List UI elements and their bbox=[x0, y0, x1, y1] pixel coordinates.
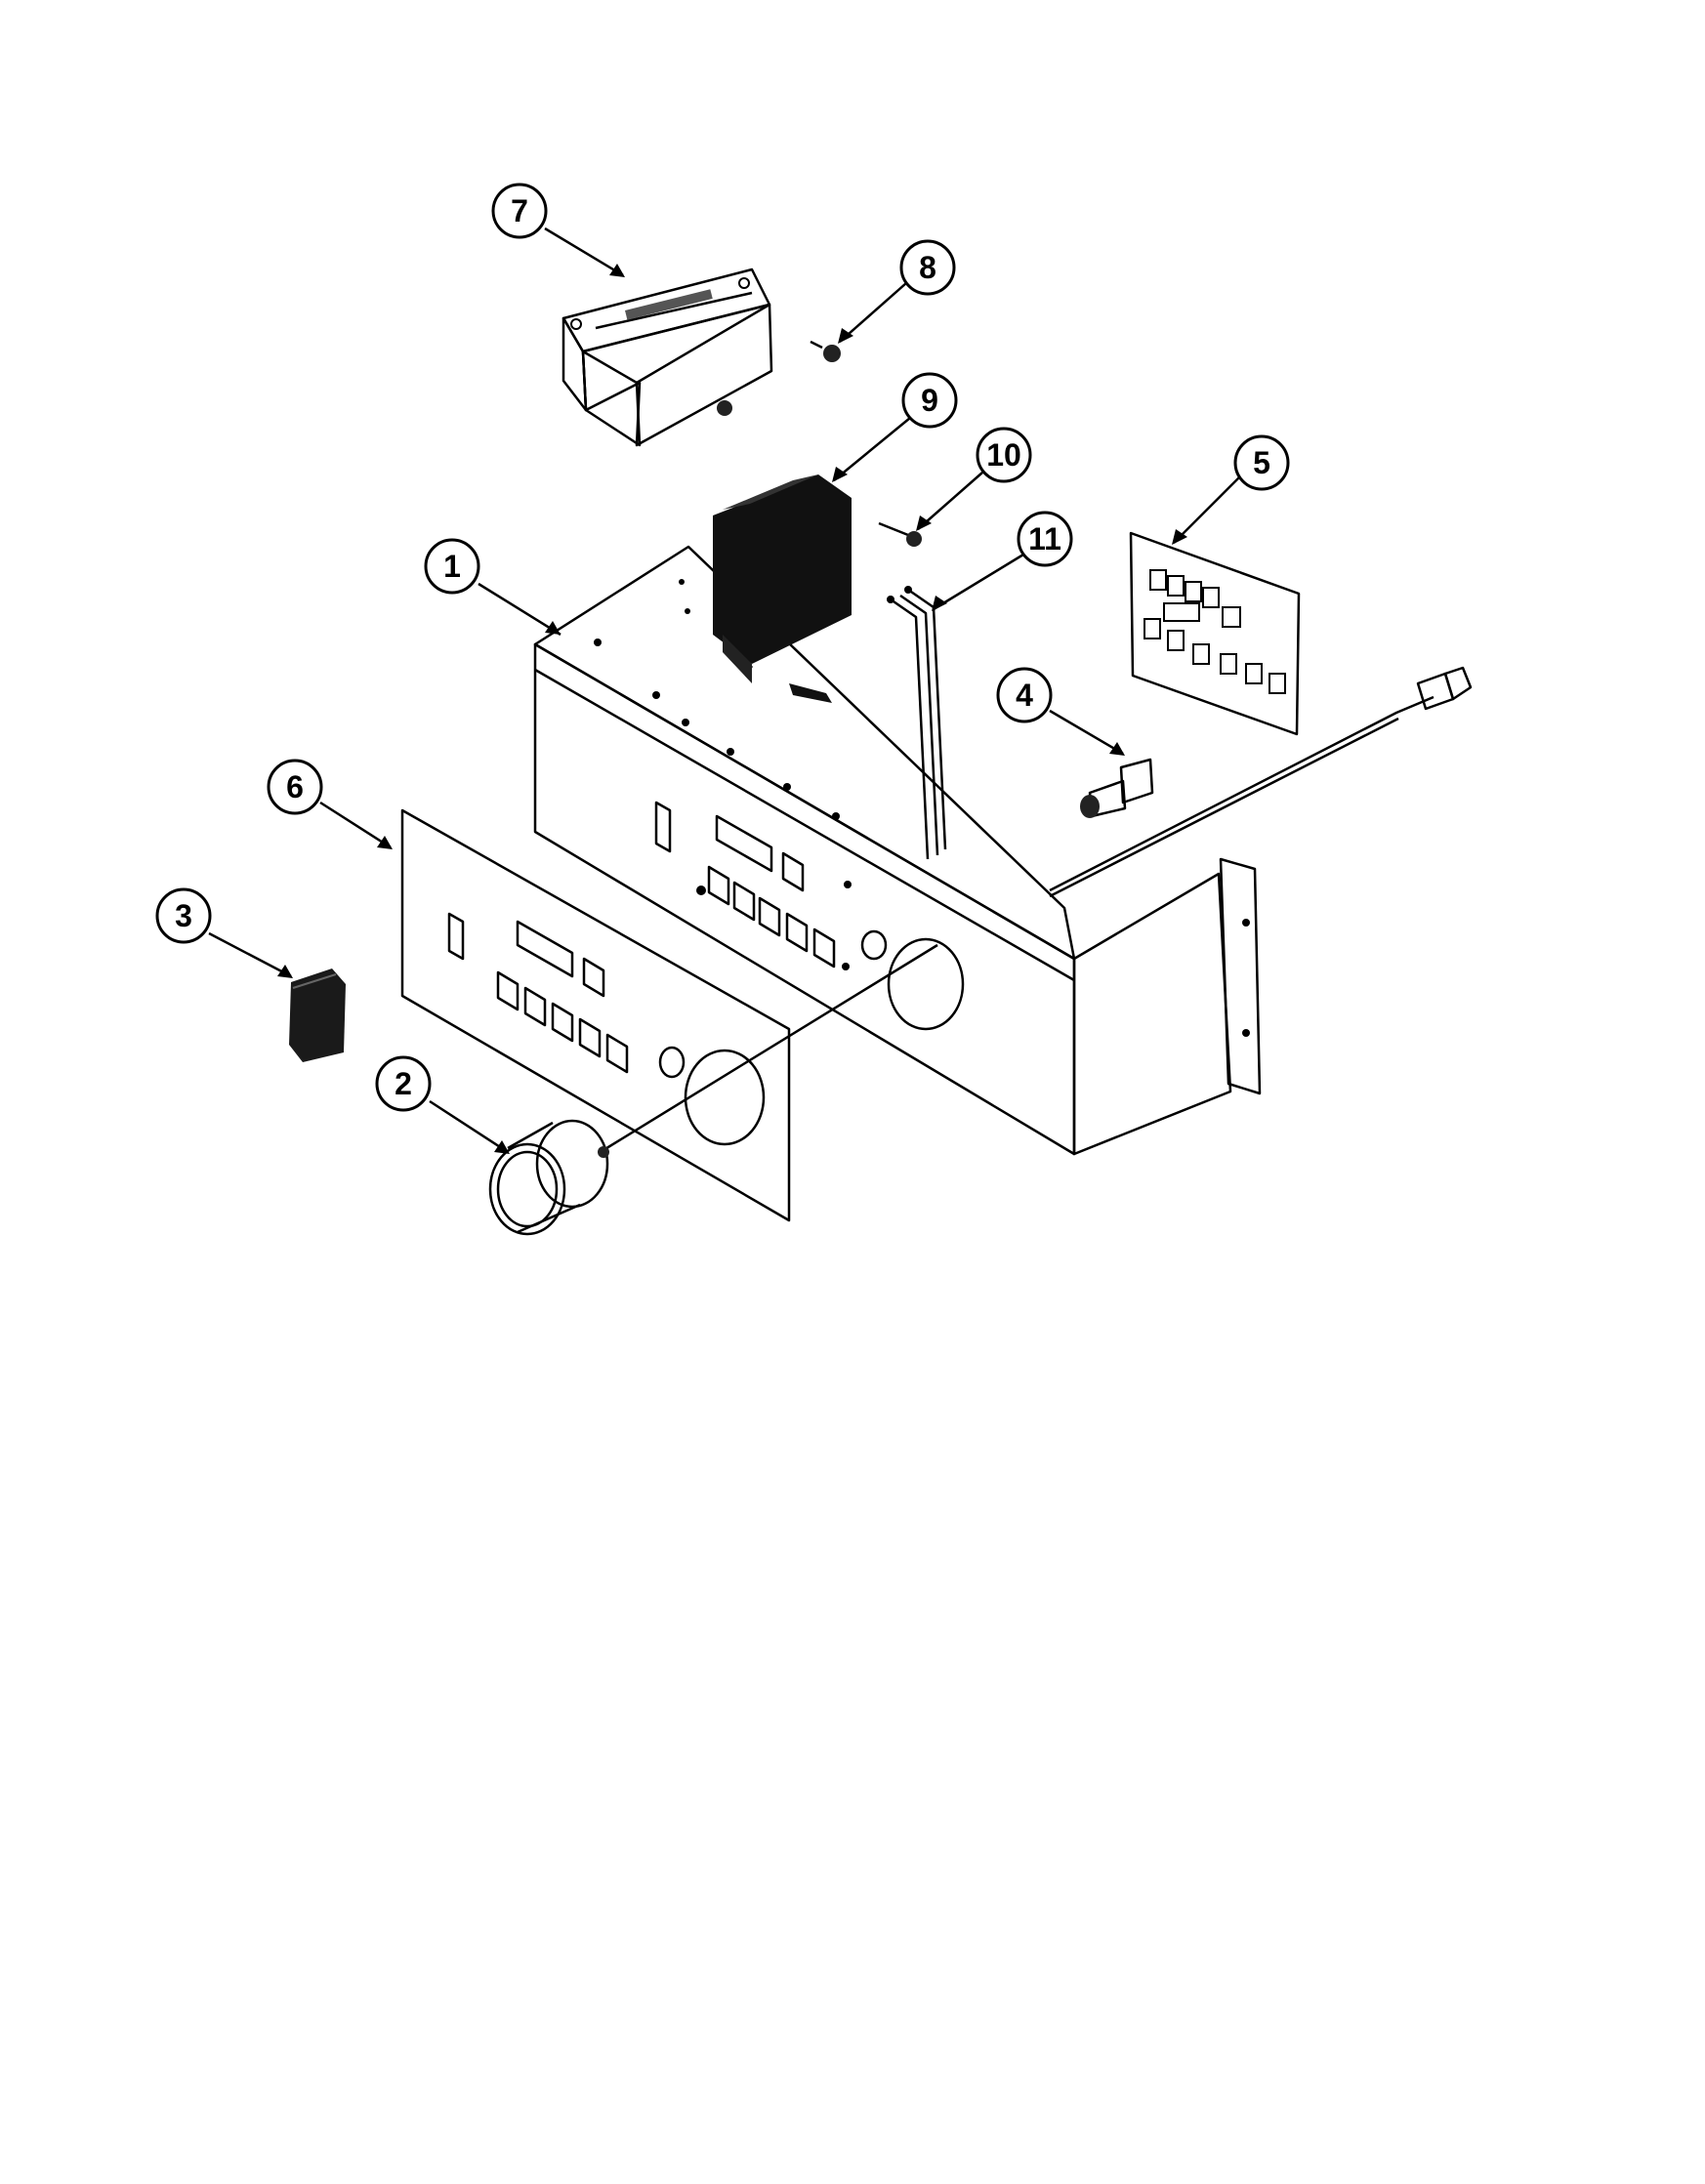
callout-10: 10 bbox=[916, 427, 1032, 531]
part-11-wires bbox=[887, 586, 947, 860]
svg-text:1: 1 bbox=[443, 549, 461, 584]
callout-1: 1 bbox=[424, 538, 561, 637]
part-2-gauge bbox=[488, 943, 938, 1236]
callout-3: 3 bbox=[155, 887, 293, 978]
svg-text:3: 3 bbox=[175, 898, 192, 933]
svg-text:5: 5 bbox=[1253, 445, 1270, 480]
callouts: 1 2 3 4 5 bbox=[155, 183, 1290, 1154]
part-6-panel-overlay bbox=[400, 808, 791, 1222]
callout-9: 9 bbox=[832, 372, 958, 482]
sensor-cable bbox=[1049, 666, 1473, 898]
callout-8: 8 bbox=[838, 239, 956, 344]
part-9-module bbox=[713, 474, 852, 703]
part-10-screw bbox=[878, 521, 922, 547]
callout-2: 2 bbox=[375, 1055, 510, 1154]
svg-text:9: 9 bbox=[921, 383, 938, 418]
callout-11: 11 bbox=[932, 511, 1073, 611]
part-7-cover-box bbox=[561, 268, 773, 447]
callout-5: 5 bbox=[1172, 434, 1290, 545]
svg-text:4: 4 bbox=[1016, 678, 1033, 713]
svg-text:7: 7 bbox=[511, 193, 528, 228]
callout-6: 6 bbox=[267, 759, 393, 849]
callout-7: 7 bbox=[491, 183, 625, 277]
svg-text:11: 11 bbox=[1028, 521, 1061, 556]
part-3-knob bbox=[289, 968, 346, 1062]
callout-4: 4 bbox=[996, 667, 1125, 756]
part-1-chassis bbox=[533, 545, 1262, 1156]
svg-text:8: 8 bbox=[919, 250, 936, 285]
svg-text:2: 2 bbox=[395, 1066, 412, 1101]
svg-text:6: 6 bbox=[286, 769, 304, 804]
part-8-screw bbox=[810, 340, 841, 362]
part-4-switch bbox=[1080, 758, 1154, 818]
svg-text:10: 10 bbox=[986, 437, 1021, 473]
part-5-circuit-board bbox=[1129, 531, 1301, 736]
